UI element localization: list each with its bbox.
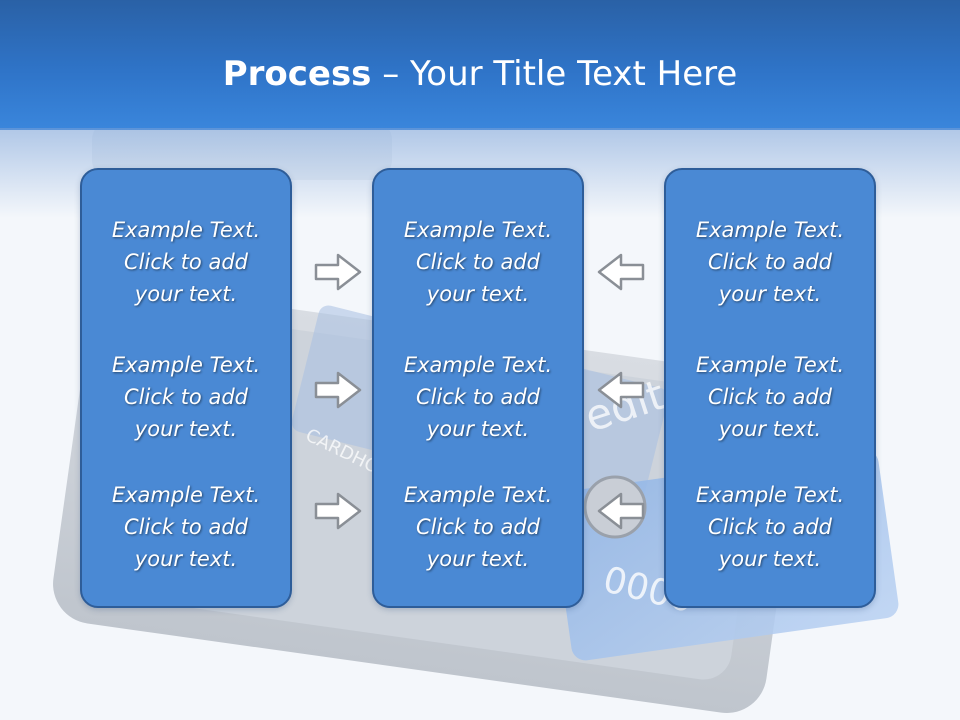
process-panel-center[interactable]: Example Text. Click to add your text. Ex… <box>372 168 584 608</box>
panel-text[interactable]: Example Text. Click to add your text. <box>666 479 874 575</box>
panel-text[interactable]: Example Text. Click to add your text. <box>82 349 290 445</box>
text-line: Example Text. <box>111 353 261 377</box>
text-line: your text. <box>718 547 822 571</box>
panel-text[interactable]: Example Text. Click to add your text. <box>666 214 874 310</box>
text-line: your text. <box>718 282 822 306</box>
text-line: Example Text. <box>403 353 553 377</box>
text-line: Click to add <box>123 250 248 274</box>
text-line: Click to add <box>707 250 832 274</box>
arrow-left-icon <box>597 492 645 530</box>
text-line: your text. <box>134 282 238 306</box>
text-line: Click to add <box>707 385 832 409</box>
text-line: Example Text. <box>695 483 845 507</box>
text-line: Example Text. <box>403 218 553 242</box>
text-line: your text. <box>134 417 238 441</box>
arrow-right-icon <box>314 371 362 409</box>
panel-text[interactable]: Example Text. Click to add your text. <box>82 479 290 575</box>
text-line: Example Text. <box>695 353 845 377</box>
text-line: Click to add <box>415 385 540 409</box>
text-line: your text. <box>134 547 238 571</box>
text-line: Example Text. <box>403 483 553 507</box>
panel-text[interactable]: Example Text. Click to add your text. <box>374 479 582 575</box>
text-line: Example Text. <box>111 218 261 242</box>
text-line: Click to add <box>415 250 540 274</box>
header-band <box>0 0 960 130</box>
panel-text[interactable]: Example Text. Click to add your text. <box>82 214 290 310</box>
text-line: Click to add <box>123 515 248 539</box>
text-line: Example Text. <box>111 483 261 507</box>
text-line: your text. <box>426 417 530 441</box>
arrow-left-icon <box>597 253 645 291</box>
page-title[interactable]: Process – Your Title Text Here <box>0 52 960 96</box>
text-line: your text. <box>718 417 822 441</box>
process-panel-left[interactable]: Example Text. Click to add your text. Ex… <box>80 168 292 608</box>
arrow-right-icon <box>314 253 362 291</box>
text-line: Click to add <box>707 515 832 539</box>
text-line: Example Text. <box>695 218 845 242</box>
text-line: Click to add <box>123 385 248 409</box>
panel-text[interactable]: Example Text. Click to add your text. <box>374 214 582 310</box>
arrow-right-icon <box>314 492 362 530</box>
panel-text[interactable]: Example Text. Click to add your text. <box>374 349 582 445</box>
panel-text[interactable]: Example Text. Click to add your text. <box>666 349 874 445</box>
title-bold: Process <box>222 54 372 94</box>
text-line: Click to add <box>415 515 540 539</box>
text-line: your text. <box>426 547 530 571</box>
text-line: your text. <box>426 282 530 306</box>
title-rest: – Your Title Text Here <box>371 54 738 94</box>
arrow-left-icon <box>597 371 645 409</box>
process-panel-right[interactable]: Example Text. Click to add your text. Ex… <box>664 168 876 608</box>
